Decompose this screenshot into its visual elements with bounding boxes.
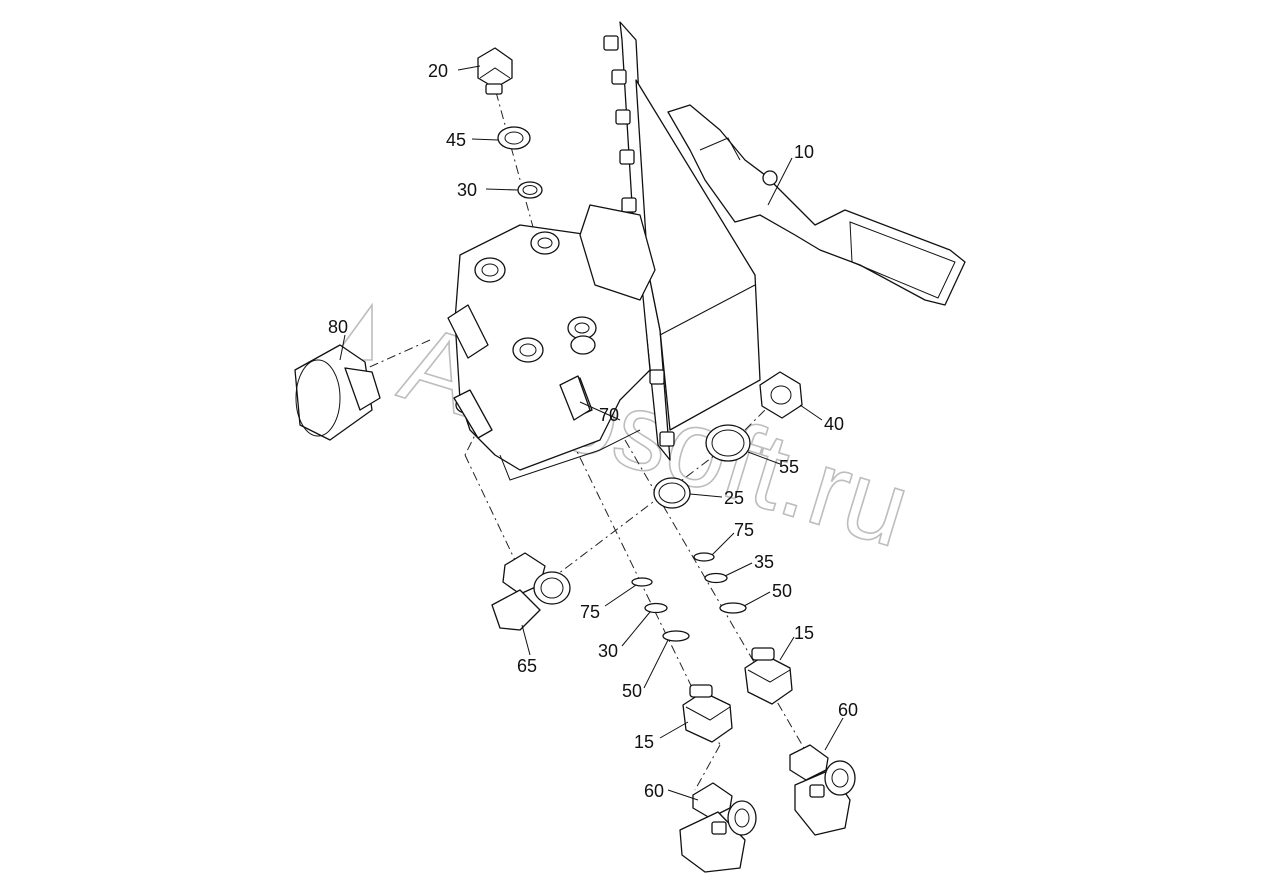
part-30-ring-upper	[517, 181, 543, 199]
part-80-silencer	[294, 344, 381, 441]
callout-50-left: 50	[622, 681, 642, 701]
part-60-valve-right	[789, 744, 856, 836]
callout-50-right: 50	[772, 581, 792, 601]
left-column-seals	[631, 577, 690, 642]
part-20-plug	[477, 47, 513, 95]
callout-65: 65	[517, 656, 537, 676]
callout-80: 80	[328, 317, 348, 337]
callout-45: 45	[446, 130, 466, 150]
part-15-adapter-left	[682, 684, 733, 743]
callout-70: 70	[599, 405, 619, 425]
part-25-ring	[653, 477, 691, 509]
part-70-fitting	[453, 375, 591, 439]
part-15-adapter-right	[744, 647, 793, 705]
callout-55: 55	[779, 457, 799, 477]
leader-lines	[339, 65, 844, 801]
callout-60-right: 60	[838, 700, 858, 720]
right-column-seals	[693, 552, 747, 614]
callout-75-right: 75	[734, 520, 754, 540]
part-65-tee-fitting	[491, 552, 571, 631]
callout-labels: 20 45 30 10 80 70 40 55 25 75 35 50 15 7…	[328, 61, 858, 801]
part-55-seal	[705, 424, 751, 462]
callout-30-lower: 30	[598, 641, 618, 661]
callout-75-left: 75	[580, 602, 600, 622]
pedal-arm	[667, 104, 966, 306]
part-40-plug-nut	[759, 371, 803, 419]
callout-60-left: 60	[644, 781, 664, 801]
callout-10: 10	[794, 142, 814, 162]
callout-30-upper: 30	[457, 180, 477, 200]
callout-25: 25	[724, 488, 744, 508]
callout-35: 35	[754, 552, 774, 572]
callout-15-right: 15	[794, 623, 814, 643]
part-45-washer	[497, 126, 531, 150]
callout-20: 20	[428, 61, 448, 81]
callout-40: 40	[824, 414, 844, 434]
part-60-valve-left	[679, 782, 757, 873]
callout-15-left: 15	[634, 732, 654, 752]
